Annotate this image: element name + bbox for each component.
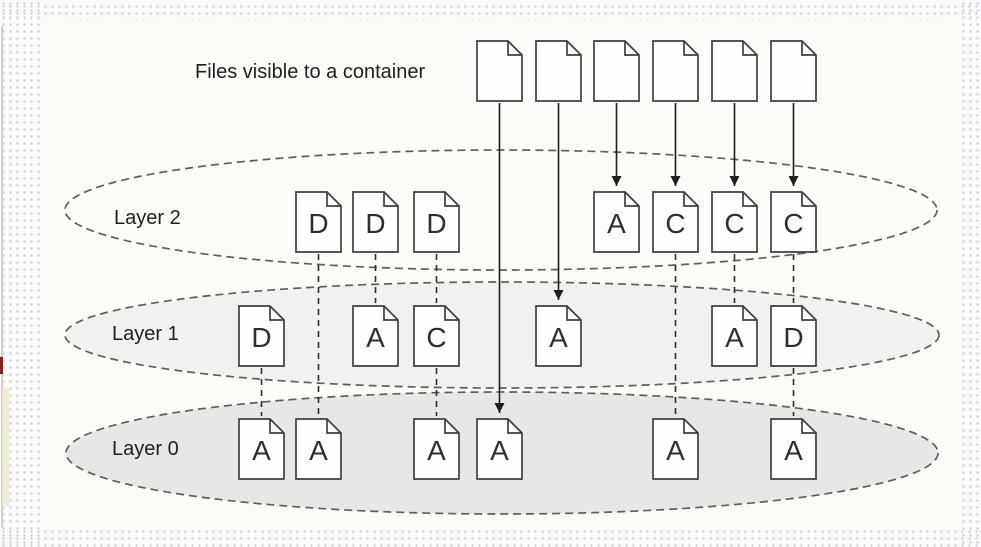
layer2-label: Layer 2 [114,207,181,229]
layer2-file-c1: C [652,191,699,253]
layer1-file-a1: A [352,305,399,367]
file-letter: A [252,434,271,466]
layer1-label: Layer 1 [112,323,179,345]
layer2-file-c3: C [770,191,817,253]
file-letter: A [607,207,626,239]
file-letter: D [426,207,447,239]
file-letter: C [724,207,745,239]
edge-artifact-red [0,357,3,374]
layer1-file-a5: A [711,305,758,367]
edge-artifact-tan [2,388,9,506]
top-file-5 [711,40,758,102]
top-file-3 [593,40,640,102]
layer0-file-a3: A [413,418,460,480]
file-letter: A [549,321,568,353]
file-letter: D [308,207,329,239]
layer0-label: Layer 0 [112,438,179,460]
layer2-file-d1: D [295,191,342,253]
top-file-1 [476,40,523,102]
layer0-file-a4: A [476,418,523,480]
layer0-file-a5: A [652,418,699,480]
file-letter: A [490,434,509,466]
top-file-2 [535,40,582,102]
layer2-file-d3: D [413,191,460,253]
layer2-file-c2: C [711,191,758,253]
window-edge-line [1,26,3,528]
file-letter: A [666,434,685,466]
layer0-file-a1: A [238,418,285,480]
file-letter: C [426,321,447,353]
file-letter: D [365,207,386,239]
file-letter: C [783,207,804,239]
top-file-4 [652,40,699,102]
file-letter: A [427,434,446,466]
layer2-ellipse [64,149,938,271]
layer2-file-a: A [593,191,640,253]
file-letter: A [366,321,385,353]
file-letter: A [309,434,328,466]
file-letter: D [251,321,272,353]
layer1-file-d2: D [770,305,817,367]
file-letter: A [784,434,803,466]
file-letter: A [725,321,744,353]
diagram-title: Files visible to a container [195,61,426,83]
layer0-file-a2: A [295,418,342,480]
layer2-file-d2: D [352,191,399,253]
top-file-6 [770,40,817,102]
layer1-file-c: C [413,305,460,367]
layer0-file-a6: A [770,418,817,480]
layer1-file-a4: A [535,305,582,367]
file-letter: C [665,207,686,239]
file-letter: D [783,321,804,353]
layer1-file-d1: D [238,305,285,367]
